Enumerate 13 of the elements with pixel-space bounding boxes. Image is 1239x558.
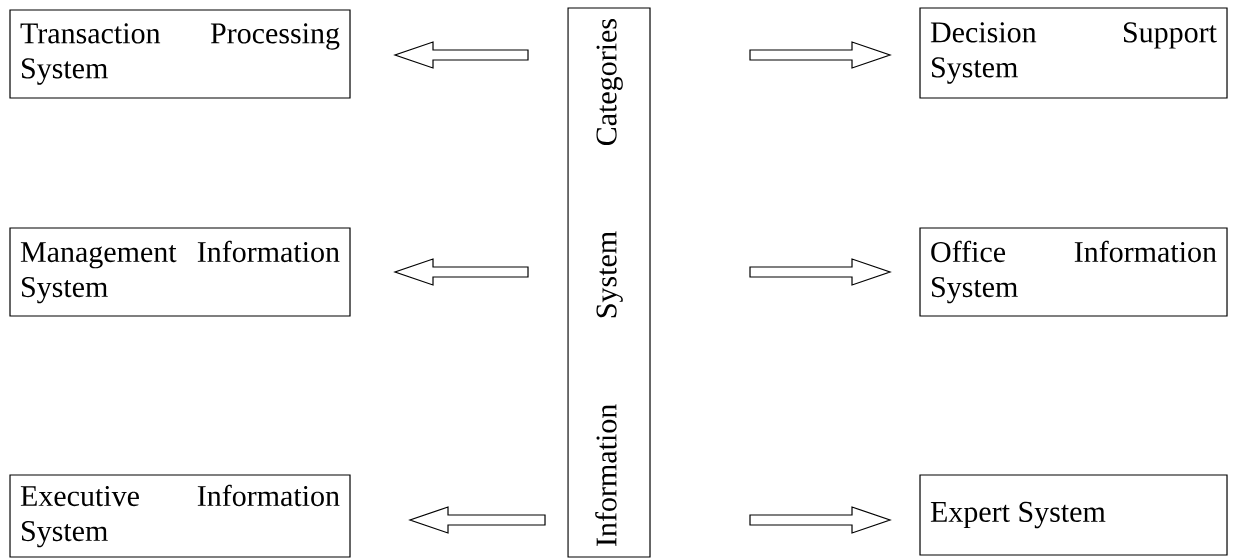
system-box: Transaction Processing System [9,9,351,99]
block-arrow [408,506,546,534]
system-box: Executive Information System [9,474,351,558]
system-box: Decision Support System [919,7,1228,99]
block-arrow [749,258,892,286]
system-box: Management Information System [9,227,351,317]
system-box: Office Information System [919,227,1228,317]
block-arrow [749,506,892,534]
category-box: Information System Categories [567,7,651,558]
block-arrow [393,258,529,286]
system-box: Expert System [919,474,1228,556]
block-arrow [393,41,529,69]
block-arrow [749,41,892,69]
